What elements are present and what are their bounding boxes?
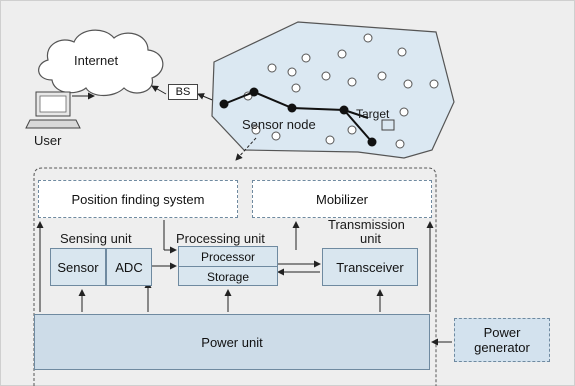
computer-icon (25, 91, 81, 129)
transceiver-box: Transceiver (322, 248, 418, 286)
target-marker (381, 119, 395, 131)
base-station-box: BS (168, 84, 198, 100)
power-generator-label-line2: generator (474, 340, 530, 355)
sensor-box: Sensor (50, 248, 106, 286)
transmission-unit-label-line2: unit (360, 231, 381, 246)
power-generator-label-line1: Power (483, 325, 521, 340)
position-finding-system-label: Position finding system (71, 191, 205, 207)
power-unit-box: Power unit (34, 314, 430, 370)
processor-label: Processor (200, 249, 256, 264)
sensor-node-label: Sensor node (242, 117, 316, 132)
node-enclosure (33, 167, 437, 386)
processing-unit-label: Processing unit (176, 231, 265, 246)
black-nodes (219, 87, 377, 147)
transmission-unit-label-line1: Transmission (328, 217, 405, 232)
storage-label: Storage (206, 269, 250, 284)
power-generator-box: Power generator (454, 318, 550, 362)
transceiver-label: Transceiver (336, 259, 404, 275)
target-label: Target (356, 107, 390, 121)
user-label: User (34, 133, 62, 148)
internet-label: Internet (74, 53, 119, 68)
adc-box: ADC (106, 248, 152, 286)
mobilizer-label: Mobilizer (315, 191, 368, 207)
bs-label: BS (175, 86, 191, 98)
adc-label: ADC (115, 259, 143, 275)
position-finding-system-box: Position finding system (38, 180, 238, 218)
storage-cell: Storage (179, 267, 277, 286)
processor-storage-box: Processor Storage (178, 246, 278, 286)
mobilizer-box: Mobilizer (252, 180, 432, 218)
sensing-unit-label: Sensing unit (60, 231, 132, 246)
bs-internet-arrow (151, 85, 167, 95)
white-nodes (243, 33, 439, 149)
processor-cell: Processor (179, 247, 277, 267)
power-unit-label: Power unit (201, 334, 263, 350)
sensor-label: Sensor (57, 259, 99, 275)
